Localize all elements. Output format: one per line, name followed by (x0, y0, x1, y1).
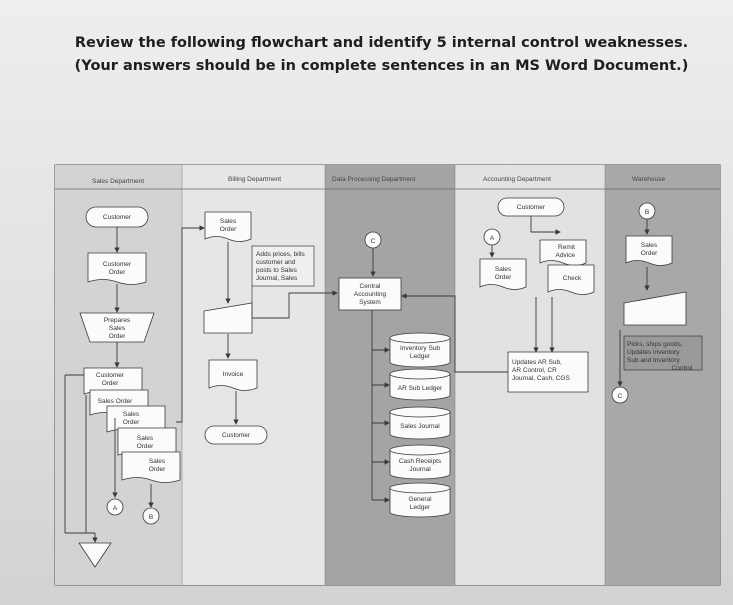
svg-text:Order: Order (109, 333, 126, 340)
svg-text:Ledger: Ledger (410, 504, 431, 511)
svg-text:Sales: Sales (149, 458, 166, 465)
svg-text:Sales: Sales (220, 218, 237, 225)
header-warehouse: Warehouse (632, 176, 665, 183)
billing-terminal-input (203, 302, 253, 334)
svg-text:Order: Order (495, 274, 512, 281)
svg-text:Updates inventory: Updates inventory (627, 349, 680, 356)
svg-text:AR Sub Ledger: AR Sub Ledger (398, 385, 443, 392)
svg-text:B: B (645, 209, 649, 216)
svg-text:Central: Central (360, 283, 382, 290)
svg-text:Order: Order (102, 380, 119, 387)
warehouse-column (605, 165, 720, 585)
sales-customer-label: Customer (103, 214, 132, 221)
updates-ar-manual-op (507, 351, 589, 393)
svg-text:Sales: Sales (123, 411, 140, 418)
svg-text:Inventory Sub: Inventory Sub (400, 345, 440, 352)
svg-text:Picks, ships goods,: Picks, ships goods, (627, 341, 683, 348)
remit-advice-doc (539, 239, 587, 266)
sales-journal-disk (389, 406, 451, 440)
warehouse-sales-order-doc (625, 235, 673, 266)
billing-customer-terminal (204, 425, 268, 445)
warehouse-annotation (623, 335, 703, 371)
svg-text:Advice: Advice (555, 252, 575, 259)
sales-connector-b (142, 507, 160, 525)
header-billing: Billing Department (228, 176, 281, 183)
question-line-2: (Your answers should be in complete sent… (74, 58, 689, 74)
svg-text:Ledger: Ledger (410, 353, 431, 360)
svg-text:Journal: Journal (409, 466, 431, 473)
sales-customer-order-doc (87, 252, 147, 285)
warehouse-connector-c (611, 386, 629, 404)
svg-text:Order: Order (149, 466, 166, 473)
svg-text:Customer: Customer (103, 261, 132, 268)
svg-text:C: C (618, 393, 623, 400)
svg-text:A: A (490, 235, 495, 242)
general-ledger-disk (389, 482, 451, 518)
check-doc (547, 264, 595, 295)
inventory-sub-ledger-disk (389, 332, 451, 368)
svg-text:Control: Control (672, 365, 694, 372)
prepares-sales-order-manual-op (79, 312, 155, 343)
svg-text:Sales Order: Sales Order (98, 398, 134, 405)
svg-text:Customer: Customer (517, 204, 546, 211)
billing-invoice-doc (208, 359, 258, 391)
svg-text:AR Control, CR: AR Control, CR (512, 367, 557, 374)
offline-file-triangle (78, 542, 112, 568)
sales-connector-a (106, 498, 124, 516)
svg-text:A: A (113, 505, 118, 512)
svg-text:Adds prices, bills: Adds prices, bills (256, 251, 306, 258)
question-line-1: Review the following flowchart and ident… (74, 35, 689, 51)
svg-text:Updates AR Sub,: Updates AR Sub, (512, 359, 562, 366)
svg-text:Cash Receipts: Cash Receipts (399, 458, 442, 465)
billing-sales-order-doc (204, 211, 252, 242)
svg-text:Customer: Customer (222, 432, 251, 439)
svg-text:Prepares: Prepares (104, 317, 131, 324)
svg-text:Journal, Sales: Journal, Sales (256, 275, 298, 282)
svg-text:Sales: Sales (137, 435, 154, 442)
doc-sales-order-4 (121, 451, 181, 483)
header-accounting: Accounting Department (483, 176, 551, 183)
svg-text:Accounting: Accounting (354, 291, 387, 298)
svg-text:Order: Order (137, 443, 154, 450)
svg-text:Sub and Inventory: Sub and Inventory (627, 357, 681, 364)
svg-text:System: System (359, 299, 381, 306)
cash-receipts-journal-disk (389, 444, 451, 480)
billing-annotation (251, 245, 315, 287)
svg-text:General: General (408, 496, 432, 503)
svg-text:posts to Sales: posts to Sales (256, 267, 298, 274)
svg-text:Remit: Remit (558, 244, 575, 251)
svg-text:Order: Order (123, 419, 140, 426)
svg-text:Customer: Customer (96, 372, 125, 379)
svg-text:Sales: Sales (495, 266, 512, 273)
header-sales: Sales Department (92, 178, 144, 185)
svg-text:Order: Order (220, 226, 237, 233)
ar-sub-ledger-disk (389, 368, 451, 401)
svg-text:customer and: customer and (256, 259, 296, 266)
svg-text:C: C (371, 238, 376, 245)
svg-text:Invoice: Invoice (223, 371, 244, 378)
svg-text:Check: Check (563, 275, 582, 282)
header-dp: Data Processing Department (332, 176, 416, 183)
accounting-sales-order-doc (479, 258, 527, 290)
svg-text:Sales: Sales (641, 242, 658, 249)
svg-text:Journal, Cash, CGS: Journal, Cash, CGS (512, 375, 570, 382)
svg-text:Sales: Sales (109, 325, 126, 332)
warehouse-terminal-input (623, 291, 687, 326)
central-accounting-system (338, 277, 402, 311)
svg-text:Order: Order (641, 250, 658, 257)
svg-text:Order: Order (109, 269, 126, 276)
svg-text:B: B (149, 514, 153, 521)
svg-text:Sales Journal: Sales Journal (400, 423, 440, 430)
